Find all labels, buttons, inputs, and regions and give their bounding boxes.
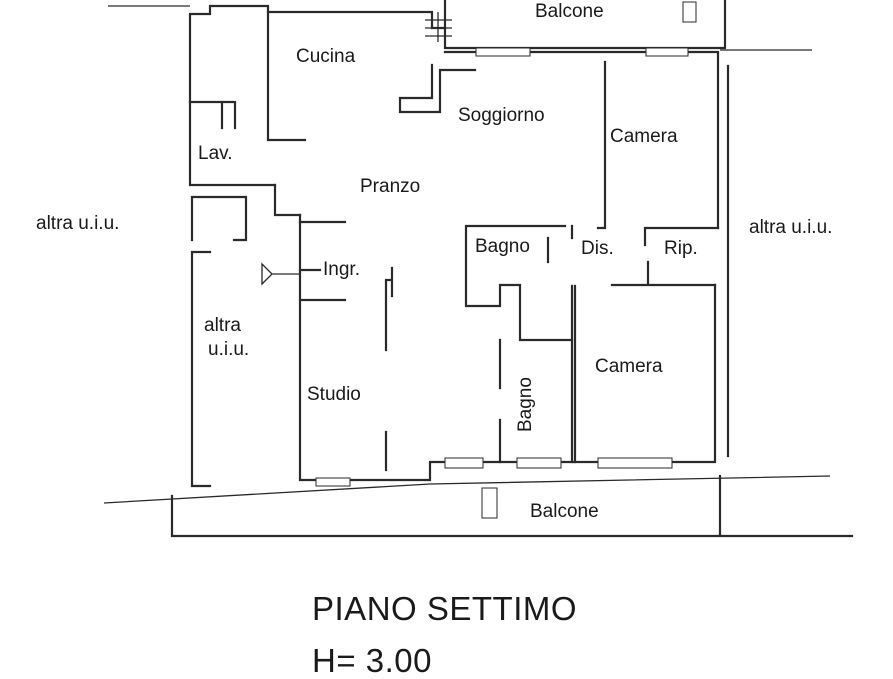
window-bottom-1 bbox=[444, 457, 484, 469]
altra-inner-box bbox=[190, 195, 248, 488]
disimpegno-walls bbox=[610, 260, 717, 287]
ingresso-walls bbox=[273, 183, 347, 302]
balcone-bottom-planter bbox=[481, 487, 498, 519]
room-label-studio: Studio bbox=[307, 384, 361, 405]
room-label-pranzo: Pranzo bbox=[360, 176, 421, 197]
boundary-line-bottom bbox=[103, 475, 831, 504]
stair-hatch bbox=[425, 12, 452, 42]
soggiorno-window bbox=[475, 47, 531, 57]
room-label-camera-bottom: Camera bbox=[595, 356, 663, 377]
bagno-1-walls bbox=[464, 224, 574, 342]
camera-top-walls bbox=[596, 60, 720, 247]
room-label-bagno-1: Bagno bbox=[475, 236, 530, 257]
room-label-lavanderia: Lav. bbox=[198, 143, 233, 164]
balcone-bottom-outline bbox=[170, 474, 854, 538]
room-label-disimpegno: Dis. bbox=[581, 238, 614, 259]
room-label-soggiorno: Soggiorno bbox=[458, 105, 545, 126]
room-label-altra-right: altra u.i.u. bbox=[749, 217, 833, 238]
entrance-door-symbol bbox=[261, 262, 300, 286]
cucina-walls bbox=[266, 10, 477, 142]
window-bottom-2 bbox=[516, 457, 562, 469]
room-label-balcone-bottom: Balcone bbox=[530, 501, 599, 522]
room-label-altra-left: altra u.i.u. bbox=[36, 213, 120, 234]
room-label-ingresso: Ingr. bbox=[323, 259, 360, 280]
balcone-top-planter bbox=[682, 1, 697, 23]
floor-title: PIANO SETTIMO bbox=[312, 590, 578, 627]
outer-wall-main bbox=[188, 4, 720, 482]
room-label-ripostiglio: Rip. bbox=[664, 238, 698, 259]
window-bottom-3 bbox=[597, 457, 673, 469]
room-label-altra-inner-2: u.i.u. bbox=[208, 339, 250, 360]
studio-window bbox=[315, 477, 351, 487]
room-label-balcone-top: Balcone bbox=[535, 1, 604, 22]
camera-top-window bbox=[645, 47, 689, 57]
bagno-2-walls bbox=[498, 338, 574, 464]
floor-height: H= 3.00 bbox=[312, 642, 432, 679]
lavanderia-walls bbox=[188, 100, 237, 130]
balcone-top-outline bbox=[443, 0, 727, 50]
room-label-camera-top: Camera bbox=[610, 126, 678, 147]
sliding-panel bbox=[384, 266, 394, 352]
room-label-altra-inner-1: altra bbox=[204, 315, 241, 336]
room-label-bagno-2: Bagno bbox=[515, 377, 536, 432]
room-label-cucina: Cucina bbox=[296, 46, 356, 67]
